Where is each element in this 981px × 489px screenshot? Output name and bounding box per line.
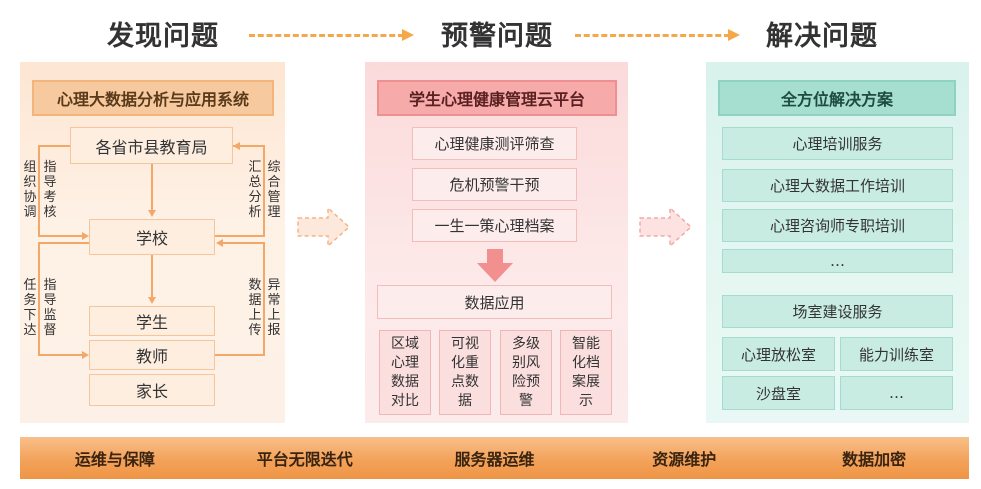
loop-left-upper-v xyxy=(38,145,40,237)
arrowhead-left-upper xyxy=(82,231,89,240)
bottom-item-encryption: 数据加密 xyxy=(842,450,907,469)
bureau-box: 各省市县教育局 xyxy=(70,127,233,164)
connector-school-student xyxy=(151,255,153,298)
bottom-item-iteration: 平台无限迭代 xyxy=(256,450,353,469)
left-header: 心理大数据分析与应用系统 xyxy=(32,80,274,116)
room-item-sandplay: 沙盘室 xyxy=(722,376,835,410)
bottom-item-ops: 运维与保障 xyxy=(74,450,155,469)
loop-left-upper-h1 xyxy=(38,145,70,147)
label-task: 任务下达 xyxy=(23,278,37,338)
dashed-arrow-1 xyxy=(249,29,414,41)
data-application-box: 数据应用 xyxy=(377,285,612,319)
label-exception: 异常上报 xyxy=(267,278,281,338)
room-item-training: 能力训练室 xyxy=(840,337,953,371)
connector-bureau-school xyxy=(151,164,153,211)
sub-item-archive-display: 智能化档案展示 xyxy=(560,330,612,415)
loop-right-lower-h1 xyxy=(222,242,265,244)
stage-title-warn: 预警问题 xyxy=(441,21,553,52)
bottom-item-resource: 资源维护 xyxy=(652,450,717,469)
right-header: 全方位解决方案 xyxy=(718,80,956,116)
loop-right-upper-h1 xyxy=(233,145,265,147)
label-data-upload: 数据上传 xyxy=(248,278,262,338)
training-item-bigdata: 心理大数据工作培训 xyxy=(722,169,953,202)
arrowhead-school xyxy=(147,210,156,217)
loop-left-lower-h1 xyxy=(38,242,89,244)
sub-item-risk: 多级别风险预警 xyxy=(500,330,552,415)
bottom-item-server: 服务器运维 xyxy=(454,450,535,469)
bottom-support-bar: 运维与保障 平台无限迭代 服务器运维 资源维护 数据加密 xyxy=(20,437,969,479)
arrowhead-right-lower xyxy=(216,238,223,247)
arrowhead-left-lower xyxy=(82,350,89,359)
loop-right-upper-v xyxy=(263,145,265,237)
room-item-more: … xyxy=(840,376,953,410)
loop-left-upper-h2 xyxy=(38,235,82,237)
flow-arrow-2-icon xyxy=(639,206,693,248)
label-manage: 综合管理 xyxy=(267,160,281,220)
room-service-box: 场室建设服务 xyxy=(722,295,953,328)
mid-item-crisis: 危机预警干预 xyxy=(412,168,577,201)
training-item-counselor: 心理咨询师专职培训 xyxy=(722,209,953,242)
arrowhead-right-upper xyxy=(233,141,240,150)
sub-item-region: 区域心理数据对比 xyxy=(379,330,431,415)
mid-item-screening: 心理健康测评筛查 xyxy=(412,127,577,160)
training-item-more: … xyxy=(722,249,953,273)
dashed-arrow-2 xyxy=(575,29,740,41)
arrowhead-student xyxy=(147,297,156,304)
stage-title-discover: 发现问题 xyxy=(107,21,219,52)
loop-right-upper-h2 xyxy=(215,235,265,237)
teacher-box: 教师 xyxy=(89,340,215,370)
label-coordinate: 组织协调 xyxy=(23,160,37,220)
mid-header: 学生心理健康管理云平台 xyxy=(377,80,617,116)
sub-item-visual: 可视化重点数据 xyxy=(439,330,491,415)
loop-right-lower-h2 xyxy=(215,354,265,356)
loop-right-lower-v xyxy=(263,242,265,356)
label-guide-assess: 指导考核 xyxy=(43,160,57,220)
down-arrow-icon xyxy=(477,249,513,282)
student-box: 学生 xyxy=(89,306,215,336)
flow-arrow-1-icon xyxy=(297,206,351,248)
label-guide-supervise: 指导监督 xyxy=(43,278,57,338)
stage-title-solve: 解决问题 xyxy=(766,21,878,52)
school-box: 学校 xyxy=(89,219,215,255)
training-service-box: 心理培训服务 xyxy=(722,127,953,160)
loop-left-lower-v xyxy=(38,242,40,356)
parent-box: 家长 xyxy=(89,374,215,406)
room-item-relax: 心理放松室 xyxy=(722,337,835,371)
loop-left-lower-h2 xyxy=(38,354,82,356)
label-summary: 汇总分析 xyxy=(248,160,262,220)
mid-item-archive: 一生一策心理档案 xyxy=(412,209,577,242)
